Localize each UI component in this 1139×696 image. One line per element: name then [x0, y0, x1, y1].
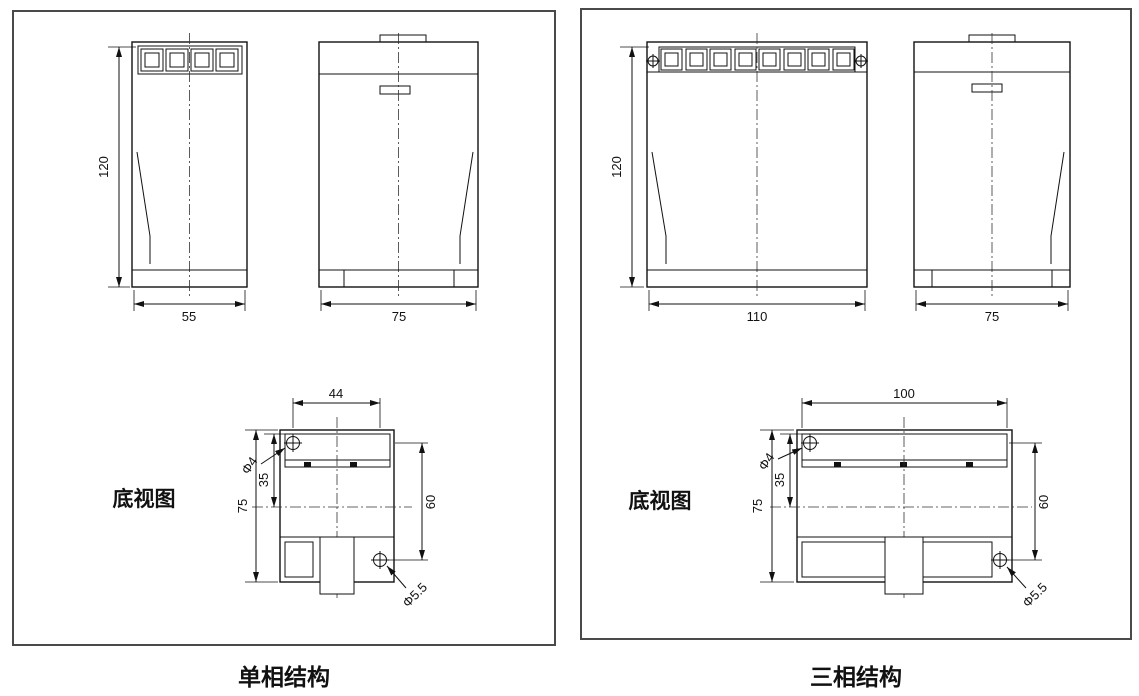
callout-bottom-hole-dia: Φ5.5 [1006, 566, 1050, 610]
dim-label-hole-span-width: 100 [893, 386, 915, 401]
technical-drawing-three-phase: 120 110 75 [609, 33, 1071, 610]
bottom-view-three: 底视图 [629, 386, 1052, 610]
front-view-three: 120 110 [609, 33, 868, 324]
dim-label-hole-span-height: 60 [423, 495, 438, 509]
dim-label-bottom-depth: 75 [750, 499, 765, 513]
dim-depth: 75 [320, 290, 477, 324]
bottom-view-label: 底视图 [113, 487, 176, 511]
dim-hole-span-height: 60 [1008, 442, 1051, 561]
side-taper-line [136, 151, 151, 264]
technical-drawing-single-phase: 120 55 75 [96, 33, 479, 610]
dim-label-height: 120 [609, 156, 624, 178]
label-bottom-hole-dia: Φ5.5 [399, 579, 430, 610]
callout-top-hole-dia: Φ4 [238, 447, 286, 477]
terminal-blocks [140, 48, 239, 72]
caption-three-phase: 三相结构 [810, 664, 902, 690]
dim-label-hole-span-height: 60 [1036, 495, 1051, 509]
din-clip [884, 536, 924, 595]
caption-single-phase: 单相结构 [238, 664, 330, 690]
corner-screw-left [646, 54, 660, 68]
dim-center-offset: 35 [256, 433, 286, 507]
front-view-single: 120 55 [96, 33, 248, 324]
dim-label-hole-span-width: 44 [329, 386, 343, 401]
side-view-single: 75 [318, 33, 479, 324]
dim-depth: 75 [915, 290, 1069, 324]
dim-label-width: 55 [182, 309, 196, 324]
dim-label-center-offset: 35 [256, 473, 271, 487]
lower-block [284, 541, 314, 578]
din-clip [319, 536, 355, 595]
dim-hole-span-width: 100 [801, 386, 1008, 428]
label-bottom-hole-dia: Φ5.5 [1019, 579, 1050, 610]
bottom-view-single: 底视图 44 [113, 386, 439, 610]
dim-label-depth: 75 [392, 309, 406, 324]
side-view-three: 75 [913, 33, 1071, 324]
panel-single-phase: 120 55 75 [12, 10, 556, 646]
corner-screw-right [854, 54, 868, 68]
dim-height: 120 [96, 46, 136, 288]
dim-hole-span-width: 44 [292, 386, 381, 428]
dim-label-depth: 75 [985, 309, 999, 324]
mount-hole-top [801, 434, 819, 452]
dim-label-center-offset: 35 [772, 473, 787, 487]
mount-hole-bottom [371, 551, 389, 569]
terminal-strip [284, 433, 391, 468]
side-taper-line [459, 151, 474, 264]
mount-hole-bottom [991, 551, 1009, 569]
callout-top-hole-dia: Φ4 [755, 447, 803, 473]
side-taper-line [1050, 151, 1065, 264]
terminal-blocks [660, 48, 855, 71]
dim-bottom-depth: 75 [235, 429, 278, 583]
dim-width: 110 [648, 290, 866, 324]
dim-center-offset: 35 [772, 433, 803, 507]
dim-label-bottom-depth: 75 [235, 499, 250, 513]
terminal-strip [137, 45, 243, 75]
dim-height: 120 [609, 46, 649, 288]
dim-label-width: 110 [747, 309, 768, 324]
top-tab [379, 34, 427, 43]
label-top-hole-dia: Φ4 [755, 450, 777, 473]
side-taper-line [651, 151, 667, 264]
panel-three-phase: 120 110 75 [580, 8, 1132, 640]
dim-label-height: 120 [96, 156, 111, 178]
dim-hole-span-height: 60 [388, 442, 438, 561]
dim-width: 55 [133, 290, 246, 324]
mount-hole-top [284, 434, 302, 452]
bottom-view-label: 底视图 [629, 489, 692, 513]
dim-bottom-depth: 75 [750, 429, 794, 583]
slot [971, 83, 1003, 93]
slot [379, 85, 411, 95]
